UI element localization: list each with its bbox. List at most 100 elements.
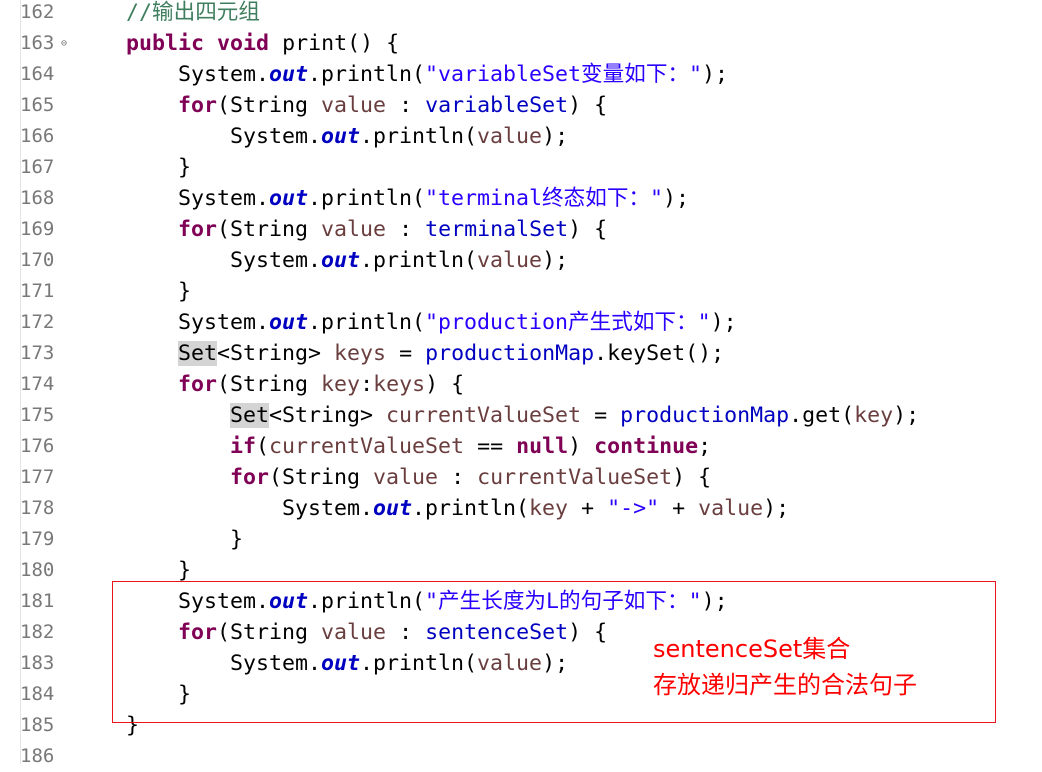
code-token: out [321,248,361,273]
code-token: : [386,93,426,118]
code-token: (String [269,465,374,490]
code-token [74,217,178,242]
fold-toggle-icon[interactable]: ⊖ [61,38,68,49]
code-line[interactable]: 185 } [0,710,1042,741]
line-number: 183 [20,652,55,674]
code-line[interactable]: 173 Set<String> keys = productionMap.key… [0,338,1042,369]
code-line[interactable]: 181 System.out.println("产生长度为L的句子如下："); [0,586,1042,617]
code-line[interactable]: 174 for(String key:keys) { [0,369,1042,400]
annotation-line-2: 存放递归产生的合法句子 [653,671,917,699]
code-token: .println( [308,186,426,211]
code-line[interactable]: 166 System.out.println(value); [0,121,1042,152]
code-token: } [74,279,192,304]
code-token: //输出四元组 [126,0,260,25]
code-token: currentValueSet [386,403,582,428]
code-token: : [360,372,374,397]
code-line[interactable]: 167 } [0,152,1042,183]
code-token: key [321,372,361,397]
code-token: ) { [568,620,608,645]
code-token [74,465,230,490]
code-token: } [74,682,192,707]
code-token: value [321,620,387,645]
code-token: out [373,496,413,521]
code-token: = [581,403,621,428]
code-line[interactable]: 176 if(currentValueSet == null) continue… [0,431,1042,462]
code-token: "variableSet变量如下：" [425,62,703,87]
code-token: void [217,31,270,56]
code-token: ; [698,434,712,459]
code-token: public [126,31,205,56]
code-token: value [477,124,543,149]
code-token [74,0,126,25]
code-line[interactable]: 165 for(String value : variableSet) { [0,90,1042,121]
code-line[interactable]: 170 System.out.println(value); [0,245,1042,276]
code-token: : [438,465,478,490]
line-number: 170 [20,249,55,271]
code-text: System.out.println("variableSet变量如下："); [74,59,728,90]
code-line[interactable]: 179 } [0,524,1042,555]
code-token: keys [373,372,426,397]
code-token: ); [702,62,729,87]
code-token: value [477,248,543,273]
code-token: .keySet(); [594,341,725,366]
code-token: variableSet [425,93,569,118]
code-token: (String [217,217,322,242]
code-token: ) [568,434,595,459]
code-token: <String> [269,403,387,428]
code-line[interactable]: 177 for(String value : currentValueSet) … [0,462,1042,493]
code-text: } [74,276,191,307]
code-token: key [854,403,894,428]
code-token: System. [74,310,270,335]
code-token: sentenceSet [425,620,569,645]
code-line[interactable]: 180 } [0,555,1042,586]
code-line[interactable]: 186 [0,741,1042,772]
line-number: 167 [20,156,55,178]
code-line[interactable]: 163⊖ public void print() { [0,28,1042,59]
code-line[interactable]: 184 } [0,679,1042,710]
code-token: value [373,465,439,490]
code-token: continue [594,434,699,459]
code-line[interactable]: 168 System.out.println("terminal终态如下："); [0,183,1042,214]
line-number: 180 [20,559,55,581]
line-number: 172 [20,311,55,333]
code-token [204,31,217,56]
code-text: System.out.println(value); [74,245,568,276]
code-line[interactable]: 171 } [0,276,1042,307]
code-text: for(String key:keys) { [74,369,464,400]
code-line[interactable]: 172 System.out.println("production产生式如下：… [0,307,1042,338]
code-token: for [178,620,218,645]
code-line[interactable]: 162 //输出四元组 [0,0,1042,28]
code-token: System. [74,496,374,521]
code-line[interactable]: 164 System.out.println("variableSet变量如下：… [0,59,1042,90]
code-token: == [464,434,517,459]
code-token: ); [542,651,569,676]
code-token: null [516,434,569,459]
line-number: 176 [20,435,55,457]
code-token: System. [74,248,322,273]
code-token: ); [763,496,790,521]
code-text: } [74,679,191,710]
code-text: System.out.println(value); [74,121,568,152]
code-line[interactable]: 182 for(String value : sentenceSet) { [0,617,1042,648]
code-token: currentValueSet [269,434,465,459]
code-line[interactable]: 178 System.out.println(key + "->" + valu… [0,493,1042,524]
code-line[interactable]: 169 for(String value : terminalSet) { [0,214,1042,245]
code-token: ); [701,589,728,614]
code-token: print() { [269,31,400,56]
code-token: } [74,558,192,583]
code-text: Set<String> keys = productionMap.keySet(… [74,338,724,369]
code-text: for(String value : variableSet) { [74,90,607,121]
code-text: for(String value : currentValueSet) { [74,462,711,493]
code-line[interactable]: 175 Set<String> currentValueSet = produc… [0,400,1042,431]
code-token: } [74,155,192,180]
code-token [74,31,126,56]
code-token: out [269,310,309,335]
code-token: productionMap [425,341,595,366]
line-number: 182 [20,621,55,643]
code-token: value [698,496,764,521]
code-token: "terminal终态如下：" [425,186,664,211]
code-token: out [321,124,361,149]
code-line[interactable]: 183 System.out.println(value); [0,648,1042,679]
code-token [74,93,178,118]
